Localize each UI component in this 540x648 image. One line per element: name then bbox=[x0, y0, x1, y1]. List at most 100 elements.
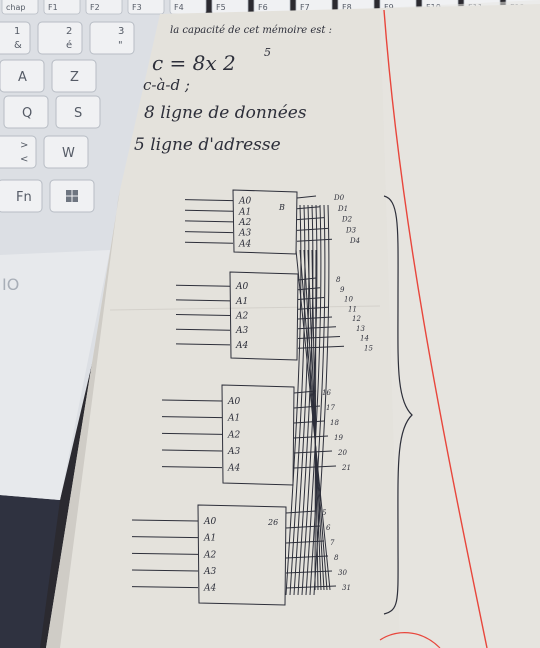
data-line-label: 31 bbox=[342, 584, 351, 592]
key-label: Q bbox=[22, 106, 32, 121]
bus-line bbox=[289, 204, 306, 596]
data-line-label: 5 bbox=[322, 509, 327, 517]
address-line bbox=[184, 231, 234, 234]
note-line-formula: c = 8x 2 bbox=[152, 51, 236, 75]
key-label: A bbox=[18, 70, 27, 85]
data-line-label: 7 bbox=[330, 539, 335, 547]
data-line bbox=[293, 450, 333, 454]
address-line bbox=[175, 328, 231, 331]
pin-label: A1 bbox=[227, 414, 240, 424]
address-line bbox=[175, 299, 231, 302]
address-line bbox=[175, 343, 231, 346]
pin-label: A4 bbox=[235, 341, 248, 351]
fabric-patch bbox=[0, 490, 60, 648]
brace bbox=[383, 195, 413, 615]
data-line-label: D2 bbox=[341, 216, 353, 224]
fkey-chap: chap bbox=[1, 0, 39, 15]
fkey-label: F4 bbox=[174, 3, 184, 12]
laptop-palmrest bbox=[0, 250, 110, 500]
pin-label: A1 bbox=[238, 207, 251, 217]
pin-label: A4 bbox=[203, 584, 216, 594]
fkey-label: F5 bbox=[216, 3, 226, 12]
note-line-cad: c-à-d ; bbox=[143, 76, 190, 94]
pin-label: A3 bbox=[235, 326, 248, 336]
memory-circuit-diagram: A0A1A2A3A4BD0D1D2D3D4A0A1A2A3A4891011121… bbox=[131, 189, 413, 615]
address-line bbox=[131, 519, 199, 522]
fkey-label: chap bbox=[6, 3, 25, 12]
data-line-label: 6 bbox=[326, 524, 331, 532]
address-line bbox=[184, 220, 234, 223]
key-label: 2 bbox=[66, 26, 72, 37]
key-s: S bbox=[55, 95, 101, 129]
data-line bbox=[297, 316, 333, 320]
address-line bbox=[184, 241, 234, 244]
address-line bbox=[161, 466, 223, 469]
chip-outline bbox=[229, 271, 299, 361]
pin-label: A3 bbox=[203, 567, 216, 577]
key-1: 1& bbox=[0, 21, 31, 55]
key-label: W bbox=[62, 146, 75, 161]
data-line-label: 30 bbox=[338, 569, 347, 577]
chip-side-label: 26 bbox=[267, 518, 278, 527]
data-line-label: 13 bbox=[356, 325, 365, 333]
pin-label: A2 bbox=[227, 430, 240, 440]
note-line-data-lines: 8 ligne de données bbox=[144, 103, 307, 123]
pin-label: A3 bbox=[238, 229, 251, 239]
key-a: A bbox=[0, 59, 45, 93]
data-line bbox=[285, 555, 329, 559]
data-line bbox=[296, 217, 325, 221]
address-line bbox=[161, 449, 223, 452]
address-line bbox=[184, 199, 234, 202]
key-x: >< bbox=[0, 135, 37, 169]
note-line-capacity: la capacité de cet mémoire est : bbox=[170, 25, 332, 36]
handwritten-notes: la capacité de cet mémoire est : c = 8x … bbox=[134, 25, 332, 155]
address-line bbox=[161, 416, 223, 419]
fkey-label: F2 bbox=[90, 3, 100, 12]
data-line-label: 21 bbox=[341, 464, 351, 472]
data-line-label: 20 bbox=[337, 449, 347, 457]
key-label: > bbox=[20, 140, 28, 151]
note-line-exponent: 5 bbox=[264, 46, 271, 59]
address-line bbox=[175, 314, 231, 317]
data-line-label: 9 bbox=[340, 286, 345, 294]
address-line bbox=[175, 284, 231, 287]
chip-outline bbox=[197, 504, 287, 606]
pin-label: A1 bbox=[235, 297, 248, 307]
address-line bbox=[131, 586, 199, 589]
data-line bbox=[296, 238, 333, 242]
bus-line bbox=[305, 204, 322, 596]
crossing-wire bbox=[314, 249, 317, 591]
fkey-label: F6 bbox=[258, 3, 268, 12]
key-label: Z bbox=[70, 70, 79, 85]
key-label: S bbox=[74, 106, 82, 121]
pin-label: A3 bbox=[227, 447, 240, 457]
margin-curl bbox=[379, 632, 441, 648]
key-w: W bbox=[43, 135, 89, 169]
pin-label: A4 bbox=[238, 239, 251, 249]
data-line-label: 15 bbox=[364, 344, 373, 352]
key-sublabel: < bbox=[20, 154, 28, 165]
data-line bbox=[293, 420, 325, 424]
data-line bbox=[285, 570, 333, 574]
data-line bbox=[296, 195, 317, 199]
data-line-label: 18 bbox=[330, 419, 339, 427]
pin-label: A1 bbox=[203, 534, 216, 544]
data-line-label: D1 bbox=[337, 205, 348, 213]
key-3: 3" bbox=[89, 21, 135, 55]
key-z: Z bbox=[51, 59, 97, 93]
data-line-label: 8 bbox=[336, 276, 341, 284]
data-line-label: D0 bbox=[333, 194, 345, 202]
fkey-f1: F1 bbox=[43, 0, 81, 15]
windows-key bbox=[49, 179, 95, 213]
data-line-label: 10 bbox=[344, 296, 353, 304]
fkey-label: F1 bbox=[48, 3, 58, 12]
pin-label: A2 bbox=[203, 550, 216, 560]
pin-label: A0 bbox=[238, 197, 251, 207]
fkey-label: F9 bbox=[384, 3, 394, 12]
bus-line bbox=[293, 204, 310, 596]
bus-line bbox=[309, 204, 326, 596]
fkey-f3: F3 bbox=[127, 0, 165, 15]
